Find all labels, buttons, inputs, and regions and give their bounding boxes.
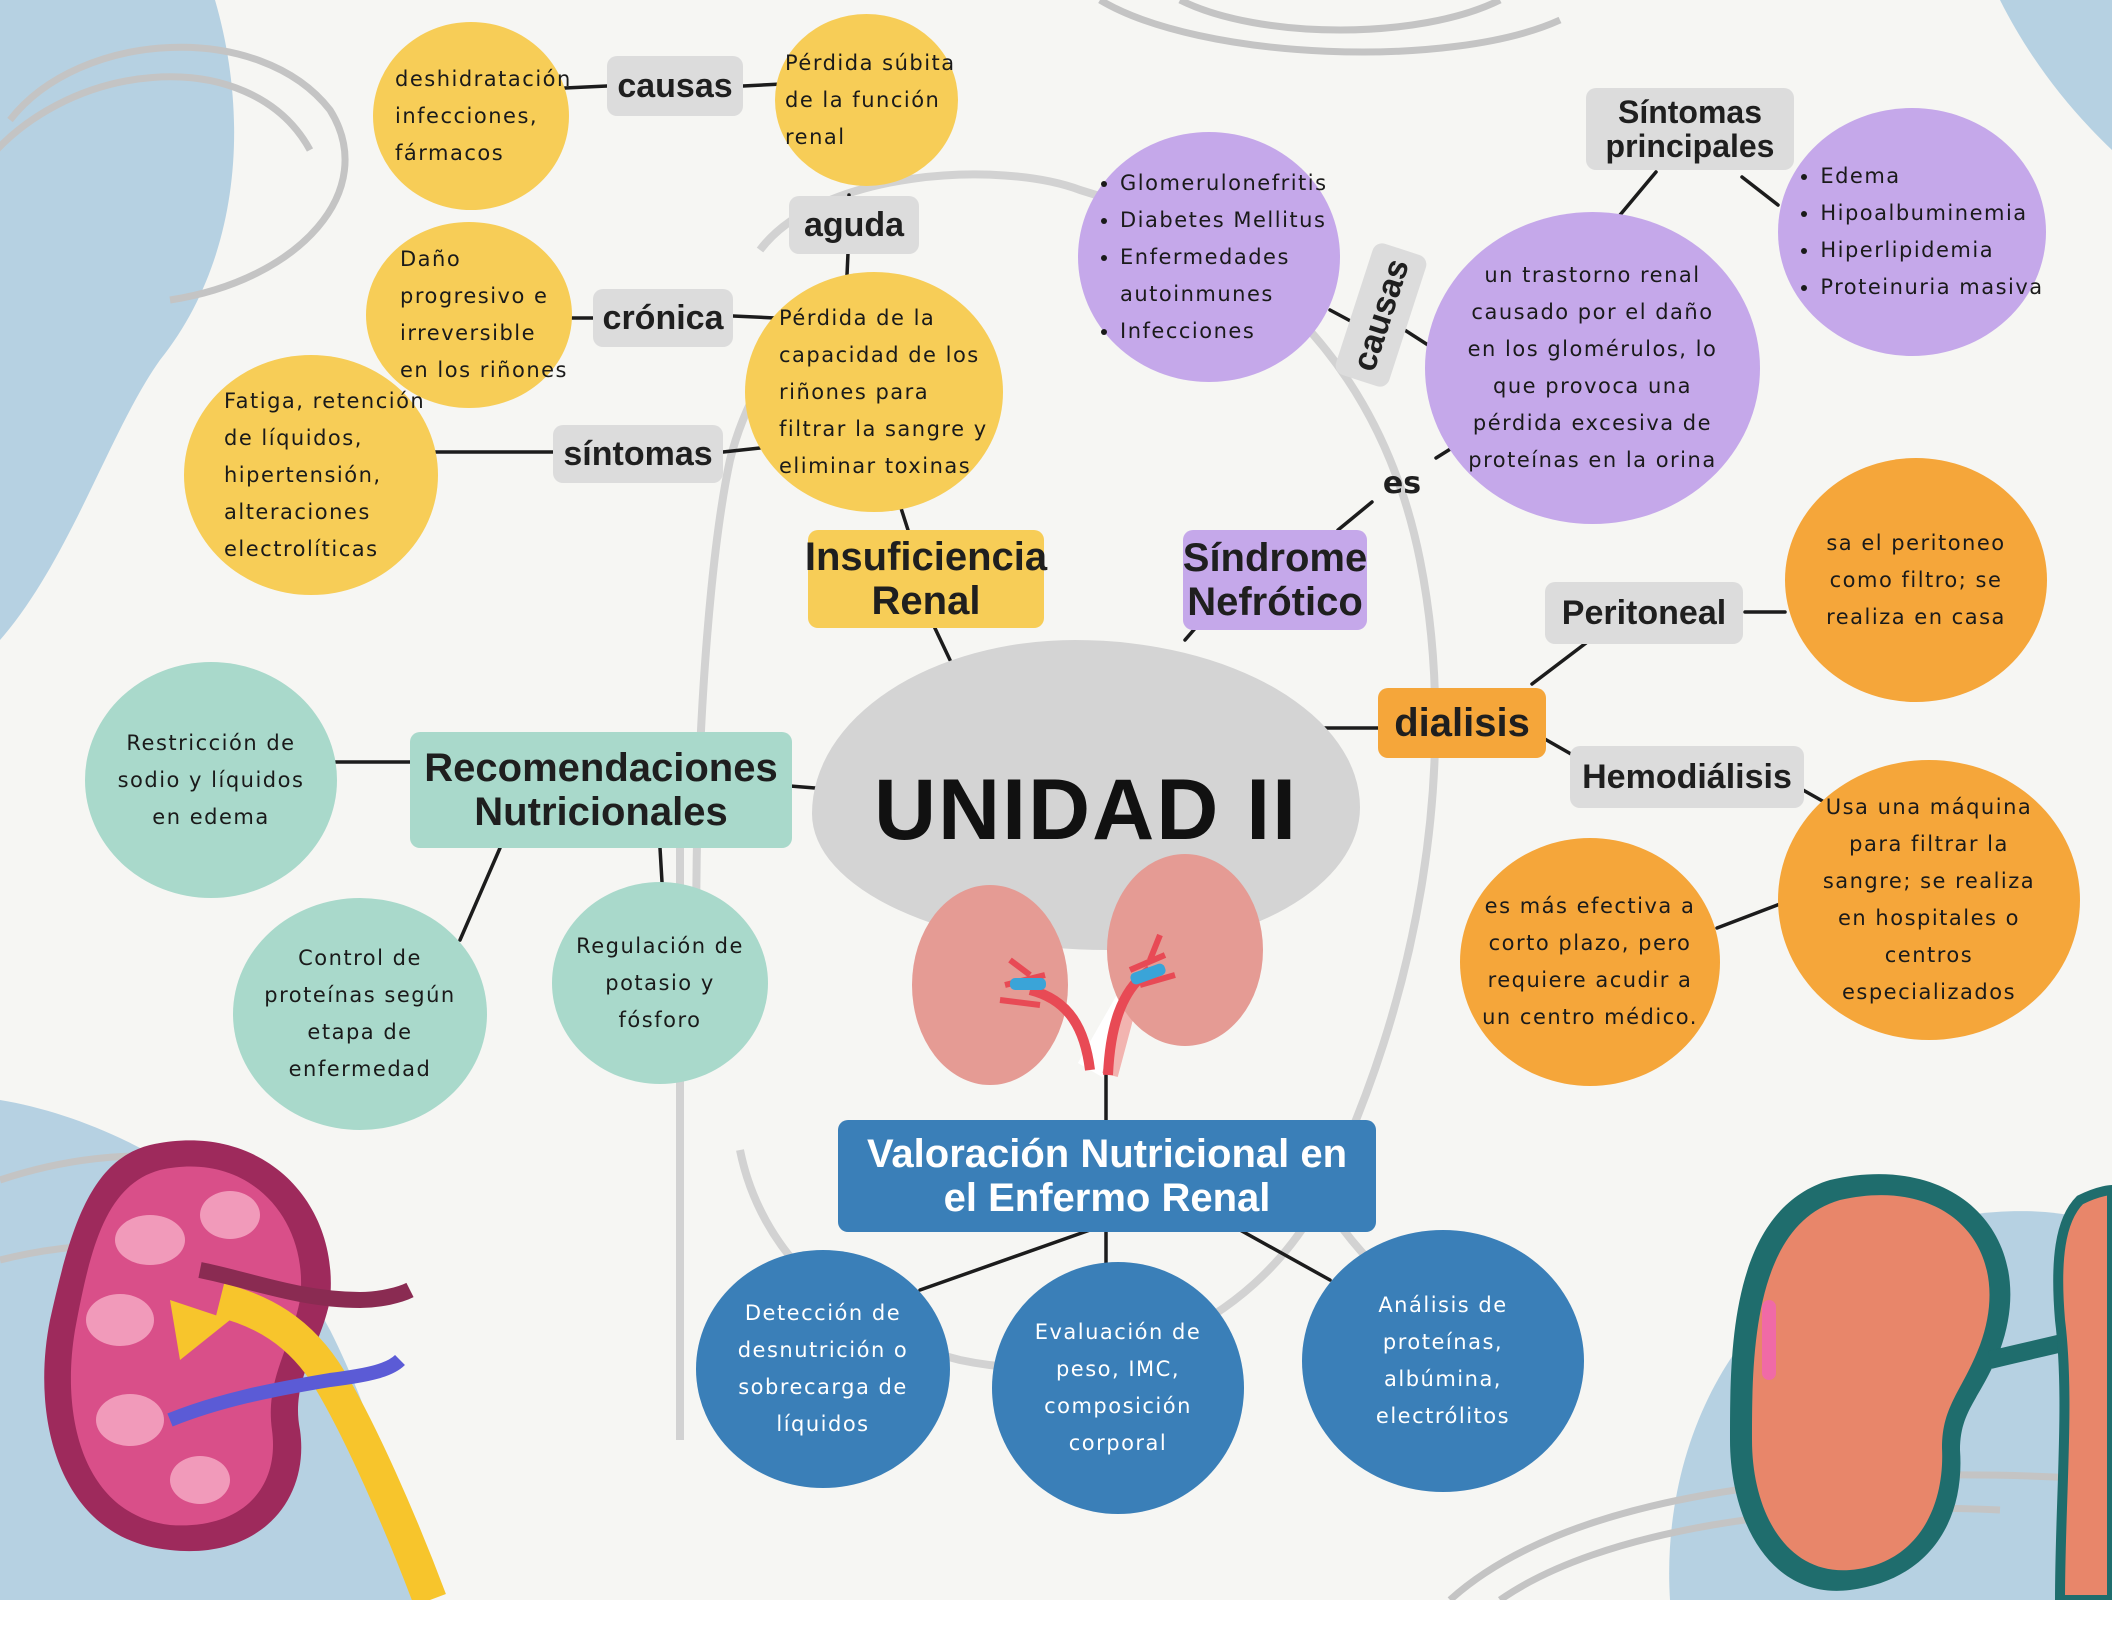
definicion-ir-text: Pérdida de la capacidad de los riñones p… xyxy=(779,305,988,478)
list-item: Edema xyxy=(1820,158,2043,195)
valoracion-title-line1: Valoración Nutricional en xyxy=(866,1132,1348,1176)
sindrome-title-line1: Síndrome xyxy=(1182,536,1368,580)
valoracion-desnutricion-text: Detección de desnutrición o sobrecarga d… xyxy=(737,1301,909,1436)
hemodialisis-label: Hemodiálisis xyxy=(1570,746,1804,808)
list-item: Hiperlipidemia xyxy=(1820,232,2043,269)
causas-ir-label: causas xyxy=(607,56,743,116)
cronica-text: Daño progresivo e irreversible en los ri… xyxy=(400,247,568,382)
list-item: Glomerulonefritis xyxy=(1120,165,1340,202)
sintomas-principales-label: Síntomas principales xyxy=(1586,88,1794,170)
insuficiencia-title-line2: Renal xyxy=(871,579,981,623)
sintomas-principales-line2: principales xyxy=(1605,128,1775,164)
list-item: Proteinuria masiva xyxy=(1820,269,2043,306)
insuficiencia-renal-title: Insuficiencia Renal xyxy=(804,530,1048,628)
valoracion-analisis-text: Análisis de proteínas, albúmina, electró… xyxy=(1375,1293,1511,1428)
recomendaciones-title: Recomendaciones Nutricionales xyxy=(410,732,792,848)
hemodialisis-text: Usa una máquina para filtrar la sangre; … xyxy=(1822,795,2036,1004)
cronica-circle: Daño progresivo e irreversible en los ri… xyxy=(366,222,572,408)
sintomas-sn-list: Edema Hipoalbuminemia Hiperlipidemia Pro… xyxy=(1794,158,2043,306)
recomendacion-proteinas-text: Control de proteínas según etapa de enfe… xyxy=(264,946,456,1081)
kidney-right-illustration xyxy=(1730,1174,2112,1600)
aguda-label: aguda xyxy=(789,196,919,254)
recomendaciones-title-line1: Recomendaciones xyxy=(424,746,778,790)
kidney-left-illustration xyxy=(44,1140,446,1600)
list-item: Diabetes Mellitus xyxy=(1120,202,1340,239)
hemodialisis-note-text: es más efectiva a corto plazo, pero requ… xyxy=(1482,894,1698,1029)
peritoneal-label: Peritoneal xyxy=(1545,582,1743,644)
aguda-text: Pérdida súbita de la función renal xyxy=(785,50,956,149)
causas-sn-list: Glomerulonefritis Diabetes Mellitus Enfe… xyxy=(1094,165,1340,350)
hemodialisis-note-circle: es más efectiva a corto plazo, pero requ… xyxy=(1460,838,1720,1086)
aguda-circle: Pérdida súbita de la función renal xyxy=(775,14,958,186)
valoracion-title: Valoración Nutricional en el Enfermo Ren… xyxy=(838,1120,1376,1232)
cronica-label: crónica xyxy=(593,289,733,347)
valoracion-title-line2: el Enfermo Renal xyxy=(943,1176,1271,1220)
list-item: Hipoalbuminemia xyxy=(1820,195,2043,232)
recomendacion-potasio-circle: Regulación de potasio y fósforo xyxy=(552,882,768,1084)
recomendacion-potasio-text: Regulación de potasio y fósforo xyxy=(576,933,744,1032)
hemodialisis-circle: Usa una máquina para filtrar la sangre; … xyxy=(1778,760,2080,1040)
sintomas-ir-circle: Fatiga, retención de líquidos, hipertens… xyxy=(184,355,438,595)
valoracion-peso-text: Evaluación de peso, IMC, composición cor… xyxy=(1034,1320,1202,1455)
peritoneal-text: sa el peritoneo como filtro; se realiza … xyxy=(1826,530,2006,629)
definicion-ir-circle: Pérdida de la capacidad de los riñones p… xyxy=(745,272,1003,512)
sintomas-ir-text: Fatiga, retención de líquidos, hipertens… xyxy=(224,388,426,561)
causas-sn-circle: Glomerulonefritis Diabetes Mellitus Enfe… xyxy=(1078,132,1340,382)
es-label: es xyxy=(1382,465,1422,501)
sintomas-ir-label: síntomas xyxy=(553,425,723,483)
causas-ir-text: deshidratación infecciones, fármacos xyxy=(395,66,572,165)
valoracion-peso-circle: Evaluación de peso, IMC, composición cor… xyxy=(992,1262,1244,1514)
definicion-sn-text: un trastorno renal causado por el daño e… xyxy=(1467,263,1718,472)
recomendacion-sodio-circle: Restricción de sodio y líquidos en edema xyxy=(85,662,337,898)
list-item: Infecciones xyxy=(1120,313,1340,350)
dialisis-title: dialisis xyxy=(1378,688,1546,758)
sindrome-title-line2: Nefrótico xyxy=(1187,580,1363,624)
insuficiencia-title-line1: Insuficiencia xyxy=(804,535,1048,579)
valoracion-desnutricion-circle: Detección de desnutrición o sobrecarga d… xyxy=(696,1250,950,1488)
peritoneal-circle: sa el peritoneo como filtro; se realiza … xyxy=(1785,458,2047,702)
causas-ir-circle: deshidratación infecciones, fármacos xyxy=(373,22,572,210)
sintomas-principales-line1: Síntomas xyxy=(1617,94,1763,130)
recomendaciones-title-line2: Nutricionales xyxy=(474,790,728,834)
center-title: UNIDAD II xyxy=(873,761,1299,858)
list-item: Enfermedades autoinmunes xyxy=(1120,239,1340,313)
sindrome-nefrotico-title: Síndrome Nefrótico xyxy=(1183,530,1367,630)
definicion-sn-circle: un trastorno renal causado por el daño e… xyxy=(1425,212,1760,524)
valoracion-analisis-circle: Análisis de proteínas, albúmina, electró… xyxy=(1302,1230,1584,1492)
recomendacion-proteinas-circle: Control de proteínas según etapa de enfe… xyxy=(233,898,487,1130)
recomendacion-sodio-text: Restricción de sodio y líquidos en edema xyxy=(117,730,305,829)
center-blob xyxy=(812,640,1360,950)
sintomas-sn-circle: Edema Hipoalbuminemia Hiperlipidemia Pro… xyxy=(1778,108,2046,356)
